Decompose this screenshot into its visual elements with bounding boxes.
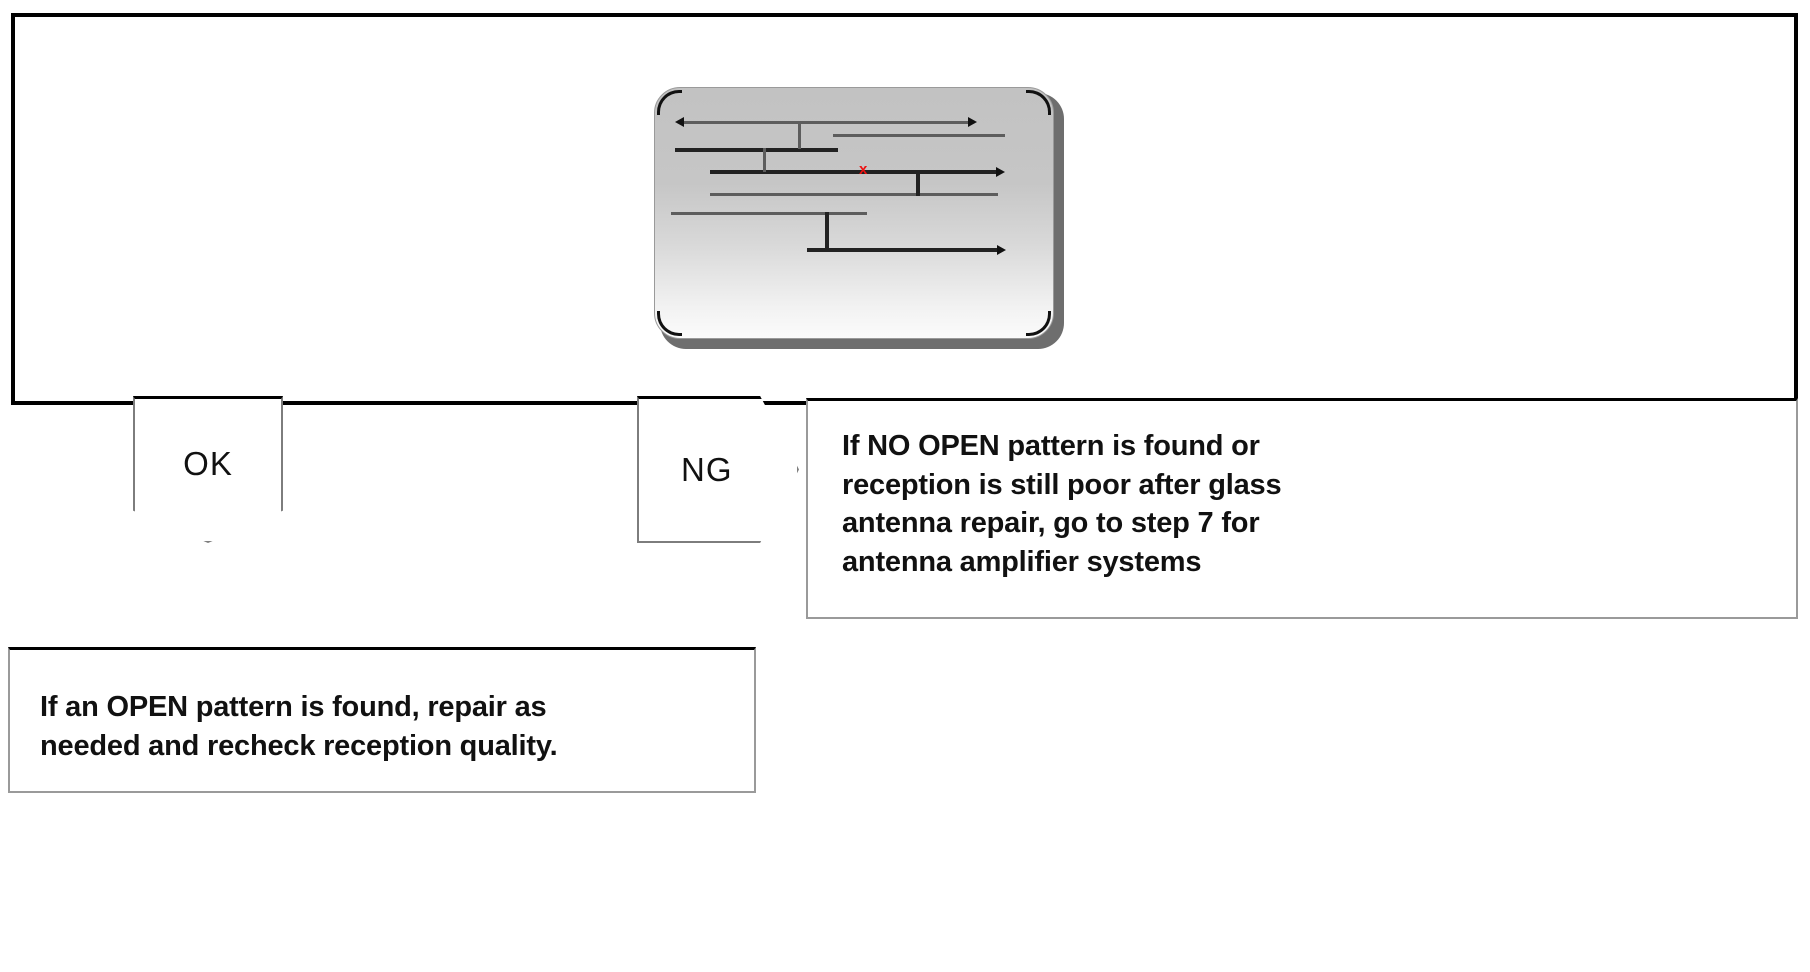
antenna-arrow-left-1 [675,117,684,127]
antenna-arrow-right-2 [996,167,1005,177]
antenna-line-4 [710,170,1000,174]
decision-ng-pentagon[interactable]: NG [637,396,799,543]
ng-note-box: If NO OPEN pattern is found or reception… [806,398,1798,619]
ok-note-text: If an OPEN pattern is found, repair as n… [40,691,558,762]
antenna-line-5 [710,193,998,196]
glass-antenna-panel: x [11,13,1798,405]
antenna-bus-bar-4 [825,212,829,249]
antenna-line-3 [675,148,838,152]
antenna-bus-bar-1 [798,121,801,149]
antenna-line-1 [681,121,973,124]
antenna-line-6 [671,212,867,215]
antenna-illustration: x [654,87,1064,349]
antenna-arrow-right-3 [997,245,1006,255]
ng-note-text: If NO OPEN pattern is found or reception… [842,430,1282,578]
ok-note-box: If an OPEN pattern is found, repair as n… [8,647,756,793]
glass-body: x [654,87,1054,339]
antenna-bus-bar-3 [916,170,920,196]
decision-ok-label: OK [183,445,233,482]
antenna-bus-bar-2 [763,148,766,172]
antenna-line-7 [807,248,1001,252]
antenna-line-2 [833,134,1005,137]
antenna-arrow-right-1 [968,117,977,127]
open-circuit-x-marker-icon: x [859,161,868,178]
glass-corner-top-left-icon [657,90,682,115]
decision-ng-label: NG [681,451,733,488]
decision-ok-pentagon[interactable]: OK [133,396,283,543]
